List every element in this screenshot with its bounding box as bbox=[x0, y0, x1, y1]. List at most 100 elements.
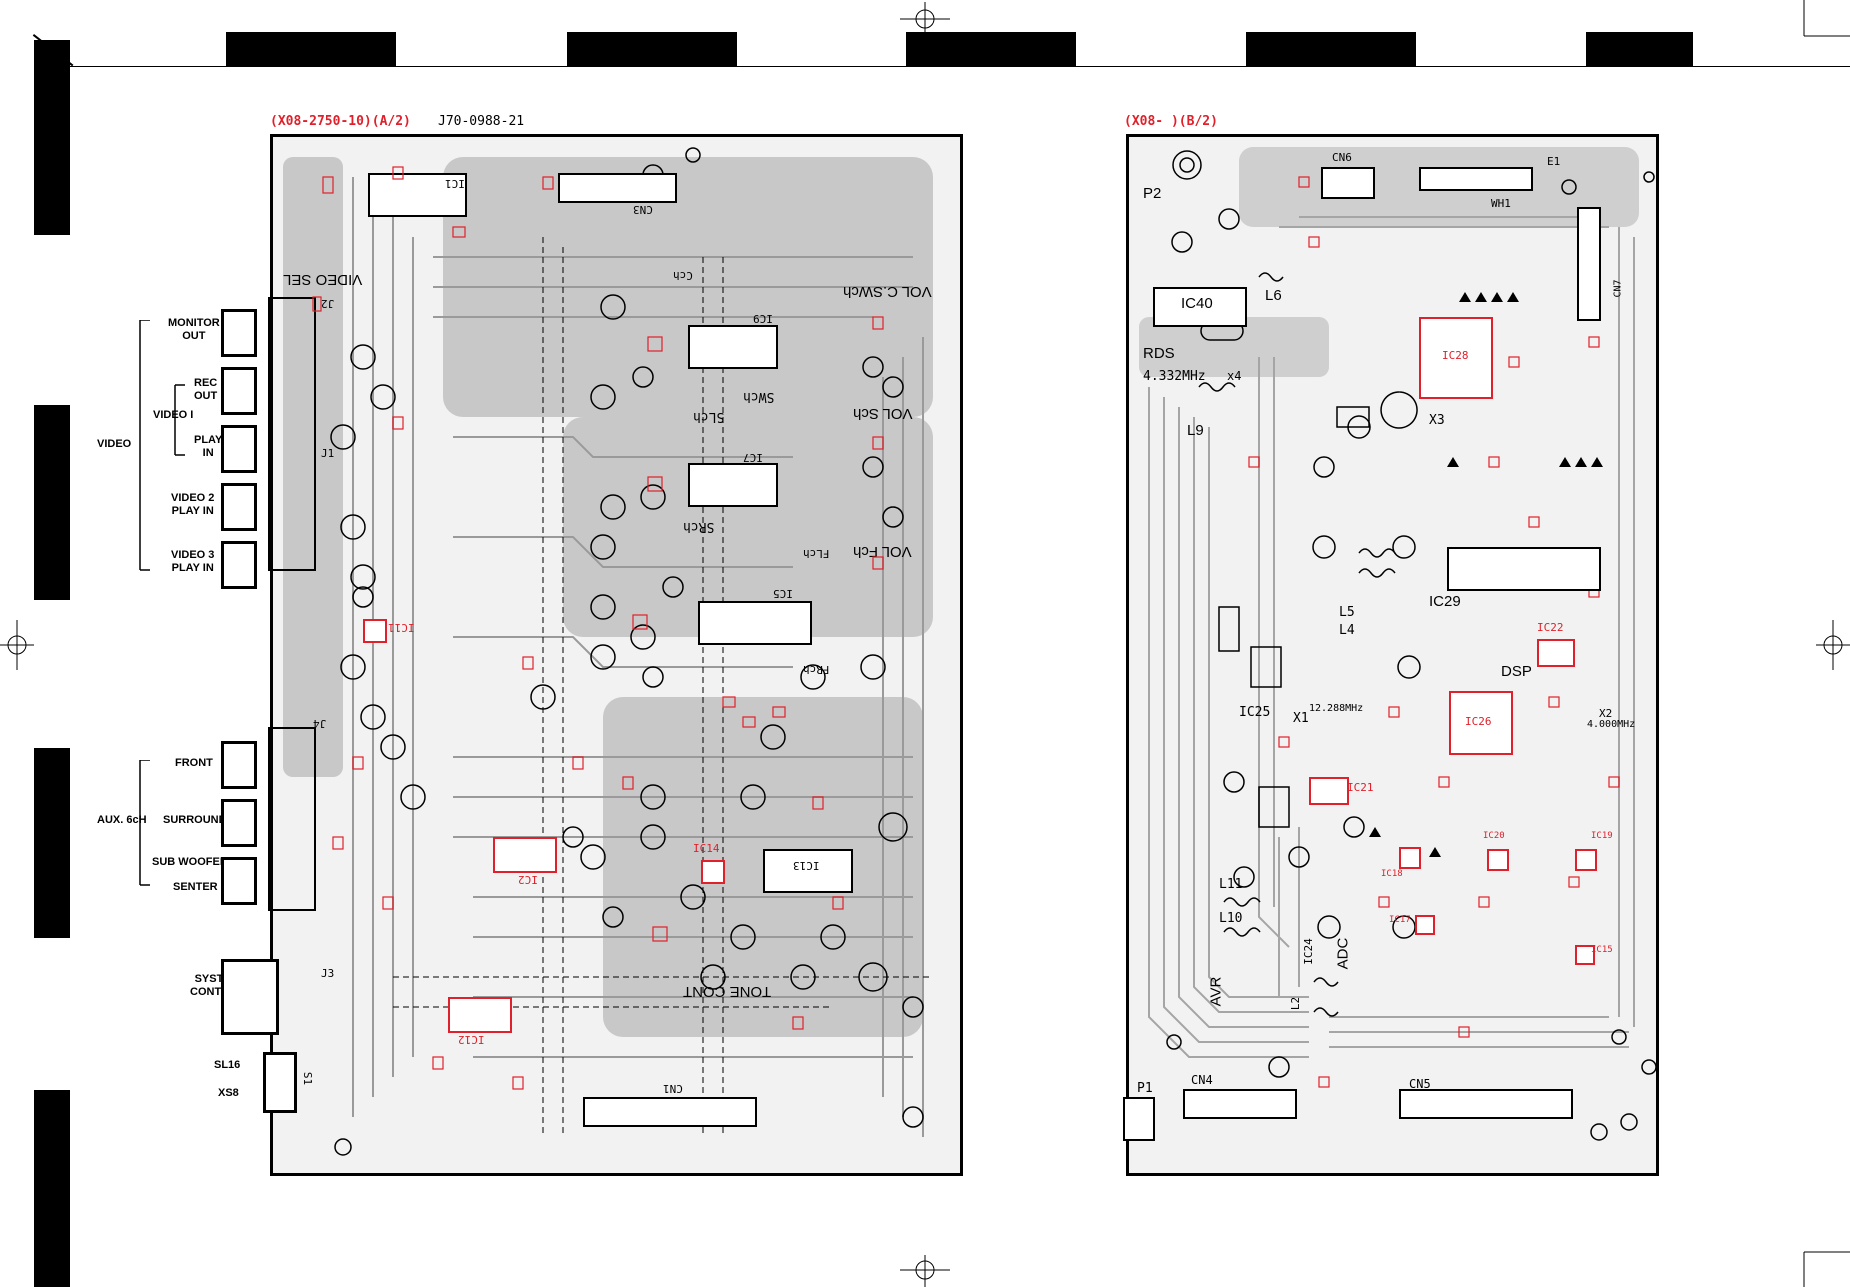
crosshair-left bbox=[0, 620, 34, 670]
cn4 bbox=[1183, 1089, 1297, 1119]
label-subwoofer: SUB WOOFER bbox=[152, 856, 228, 868]
ic25-label: IC25 bbox=[1239, 705, 1271, 720]
l6-label: L6 bbox=[1265, 287, 1282, 304]
ic26-label: IC26 bbox=[1465, 715, 1492, 728]
cn6-label: CN6 bbox=[1332, 151, 1352, 164]
video1-bracket bbox=[174, 384, 185, 456]
ic15-label: IC15 bbox=[1591, 945, 1613, 955]
l4-label: L4 bbox=[1339, 623, 1355, 638]
rds-x4: x4 bbox=[1227, 369, 1242, 383]
x2-label: X2 bbox=[1599, 707, 1613, 720]
l10-label: L10 bbox=[1219, 911, 1243, 926]
avr-label: AVR bbox=[1207, 976, 1225, 1007]
jack-video3-play-in bbox=[221, 541, 257, 589]
ic28-label: IC28 bbox=[1442, 349, 1469, 362]
ic22-label: IC22 bbox=[1537, 621, 1564, 634]
ic5 bbox=[698, 601, 812, 645]
board-b: P2 CN6 E1 WH1 IC40 L6 RDS 4.332MHz x4 IC… bbox=[1123, 134, 1659, 1176]
board-b-title: (X08- )(B/2) bbox=[1124, 114, 1218, 129]
header-bar-1 bbox=[226, 32, 396, 67]
x1-label: X1 bbox=[1293, 711, 1309, 726]
ic2 bbox=[493, 837, 557, 873]
side-block-4 bbox=[34, 1090, 70, 1287]
label-center: SENTER bbox=[173, 881, 218, 893]
x1-freq: 12.288MHz bbox=[1309, 703, 1364, 714]
ic1 bbox=[368, 173, 467, 217]
jack-label-j3: J3 bbox=[321, 967, 335, 980]
l11-label: L11 bbox=[1219, 877, 1243, 892]
side-block-3 bbox=[34, 748, 70, 938]
cn6 bbox=[1321, 167, 1375, 199]
jack-monitor-out bbox=[221, 309, 257, 357]
label-sl16: SL16 bbox=[214, 1059, 241, 1071]
crosshair-bottom bbox=[900, 1255, 950, 1287]
x2-freq: 4.000MHz bbox=[1587, 719, 1636, 730]
board-a: VIDEO SEL VOL C.SWch VOL Sch VOL Fch TON… bbox=[221, 134, 963, 1176]
x3-label: X3 bbox=[1429, 413, 1445, 428]
connector-cn1 bbox=[583, 1097, 757, 1127]
p1-label: P1 bbox=[1137, 1081, 1153, 1096]
cn5-label: CN5 bbox=[1409, 1077, 1431, 1091]
board-a-title: (X08-2750-10)(A/2) bbox=[270, 114, 411, 129]
video-bracket bbox=[139, 320, 150, 571]
aux-bracket bbox=[139, 760, 150, 886]
jack-video2-play-in bbox=[221, 483, 257, 531]
p1-tab bbox=[1123, 1097, 1155, 1141]
rds-freq: 4.332MHz bbox=[1143, 369, 1206, 384]
p2-label: P2 bbox=[1143, 185, 1162, 202]
switch-s1 bbox=[263, 1052, 297, 1113]
ic40 bbox=[1153, 287, 1247, 327]
ic29 bbox=[1447, 547, 1601, 591]
side-block-2 bbox=[34, 405, 70, 600]
header-bar-5 bbox=[1586, 32, 1693, 67]
cn7 bbox=[1577, 207, 1601, 321]
ic22 bbox=[1537, 639, 1575, 667]
rds-label: RDS bbox=[1143, 345, 1175, 362]
corner-mark-br bbox=[1803, 1251, 1850, 1287]
jack-strip-j4 bbox=[268, 727, 316, 911]
l9-label: L9 bbox=[1187, 422, 1204, 439]
connector-cn3 bbox=[558, 173, 677, 203]
dsp-label: DSP bbox=[1501, 663, 1532, 680]
ic18-label: IC18 bbox=[1381, 869, 1403, 879]
label-aux: AUX. 6cH bbox=[97, 814, 147, 826]
label-monitor-out: MONITOR OUT bbox=[168, 317, 220, 342]
ic40-label: IC40 bbox=[1181, 295, 1213, 312]
label-front: FRONT bbox=[175, 757, 213, 769]
l2-label: L2 bbox=[1289, 996, 1303, 1011]
ic18 bbox=[1399, 847, 1421, 869]
jack-surround bbox=[221, 799, 257, 847]
label-rec-out: REC OUT bbox=[194, 377, 218, 402]
ic21 bbox=[1309, 777, 1349, 805]
corner-mark-tr bbox=[1803, 0, 1850, 37]
ic29-label: IC29 bbox=[1429, 593, 1461, 610]
ic19 bbox=[1575, 849, 1597, 871]
header-bar-3 bbox=[906, 32, 1076, 67]
label-surround: SURROUND bbox=[163, 814, 227, 826]
header-bar-4 bbox=[1246, 32, 1416, 67]
ic28 bbox=[1419, 317, 1493, 399]
jack-strip-j2 bbox=[268, 297, 316, 571]
wh1 bbox=[1419, 167, 1533, 191]
jack-system-control bbox=[221, 959, 279, 1035]
ic12 bbox=[448, 997, 512, 1033]
ic24-label: IC24 bbox=[1301, 938, 1315, 965]
header-bar-2 bbox=[567, 32, 737, 67]
cn7-label: CN7 bbox=[1612, 279, 1624, 298]
ic17-label: IC17 bbox=[1389, 915, 1411, 925]
adc-label: ADC bbox=[1334, 937, 1352, 970]
label-xs8: XS8 bbox=[218, 1087, 239, 1099]
jack-label-j1: J1 bbox=[321, 447, 335, 460]
ic26 bbox=[1449, 691, 1513, 755]
l5-label: L5 bbox=[1339, 605, 1355, 620]
ic17 bbox=[1415, 915, 1435, 935]
cn5 bbox=[1399, 1089, 1573, 1119]
side-block-1 bbox=[34, 40, 70, 235]
top-rule bbox=[68, 66, 1850, 67]
ic13 bbox=[763, 849, 853, 893]
ic20-label: IC20 bbox=[1483, 831, 1505, 841]
jack-subwoofer-center bbox=[221, 857, 257, 905]
ic21-label: IC21 bbox=[1347, 781, 1374, 794]
jack-video1-play-in bbox=[221, 425, 257, 473]
board-a-part-number: J70-0988-21 bbox=[438, 114, 525, 129]
